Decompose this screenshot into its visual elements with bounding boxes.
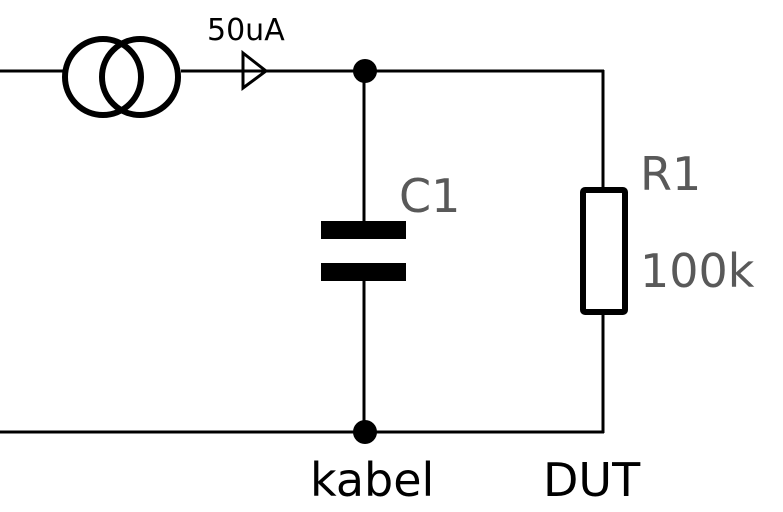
resistor-value: 100k <box>640 244 755 298</box>
current-source-icon <box>62 36 181 118</box>
current-arrow-icon <box>241 49 269 91</box>
source-label: 50uA <box>207 13 285 48</box>
junction-top <box>353 59 377 83</box>
dut-label: DUT <box>543 453 641 507</box>
capacitor-icon <box>321 221 406 281</box>
cable-label: kabel <box>310 453 434 507</box>
junction-bottom <box>353 420 377 444</box>
capacitor-label: C1 <box>399 169 460 223</box>
resistor-icon <box>580 187 628 315</box>
resistor-label: R1 <box>640 147 701 201</box>
